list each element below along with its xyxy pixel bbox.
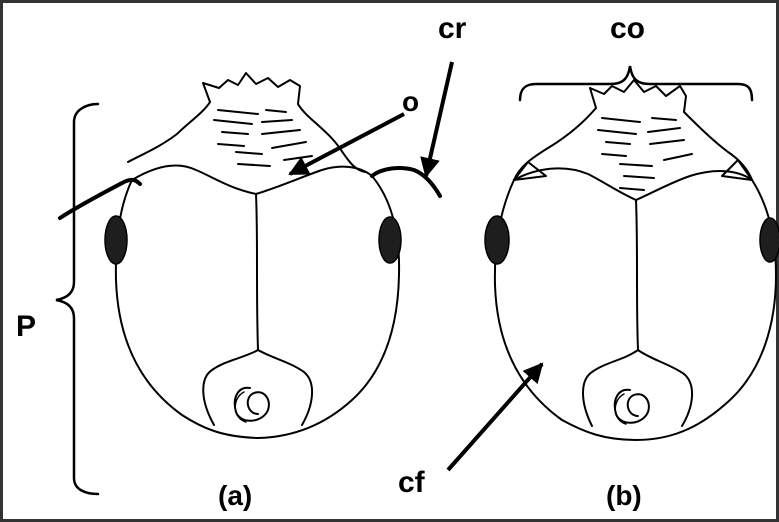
- eye-left-a: [105, 216, 127, 264]
- arrow-o: [290, 114, 404, 174]
- label-p: P: [16, 312, 36, 342]
- eye-right-b: [760, 218, 779, 262]
- eye-left-b: [485, 216, 509, 264]
- capsule-outline-b: [495, 180, 776, 440]
- arrow-cf: [448, 364, 542, 470]
- label-cf: cf: [398, 468, 425, 498]
- eye-right-a: [379, 217, 401, 263]
- head-drawing-b: [495, 80, 776, 440]
- label-panel-a: (a): [218, 482, 252, 510]
- p-brace: [56, 104, 98, 494]
- crown-a: [203, 73, 300, 104]
- label-panel-b: (b): [606, 482, 642, 510]
- label-cr: cr: [438, 14, 466, 44]
- label-o: o: [402, 88, 419, 116]
- arrow-cr: [426, 62, 452, 176]
- label-co: co: [610, 14, 645, 44]
